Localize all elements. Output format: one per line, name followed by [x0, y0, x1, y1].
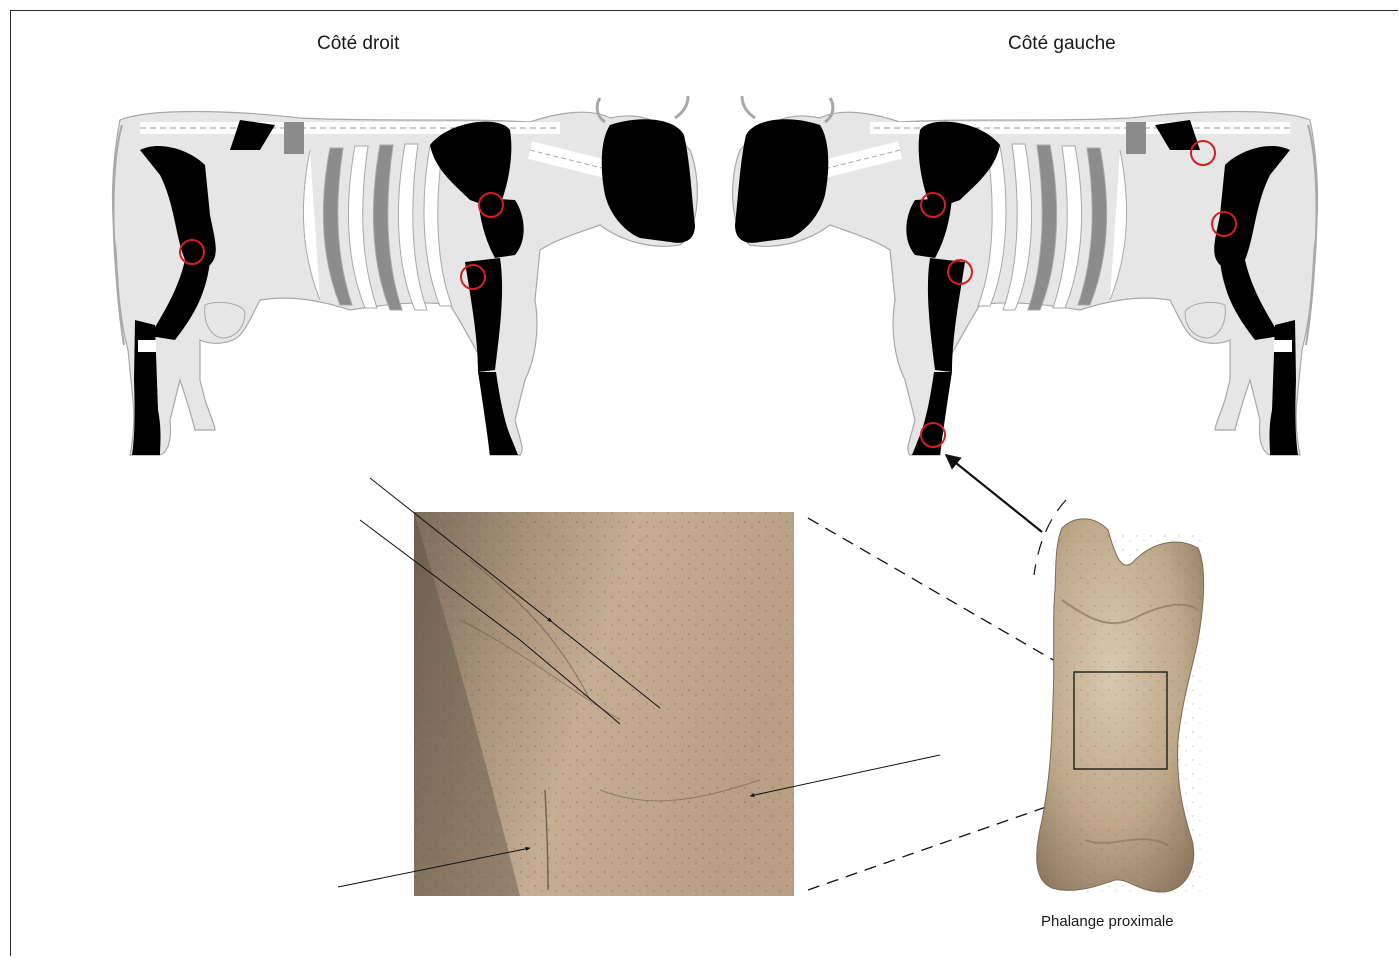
- left-side-label: Côté gauche: [1008, 33, 1116, 55]
- zoom-connector: [808, 518, 1074, 672]
- cutmark-closeup-photo: [338, 478, 940, 896]
- cow-right-side: [113, 96, 698, 455]
- cow-left-side: [733, 96, 1318, 455]
- right-side-label: Côté droit: [317, 33, 399, 55]
- location-arrow: [946, 455, 1042, 532]
- phalanx-photo: [1034, 500, 1204, 893]
- phalanx-caption: Phalange proximale: [1041, 913, 1174, 930]
